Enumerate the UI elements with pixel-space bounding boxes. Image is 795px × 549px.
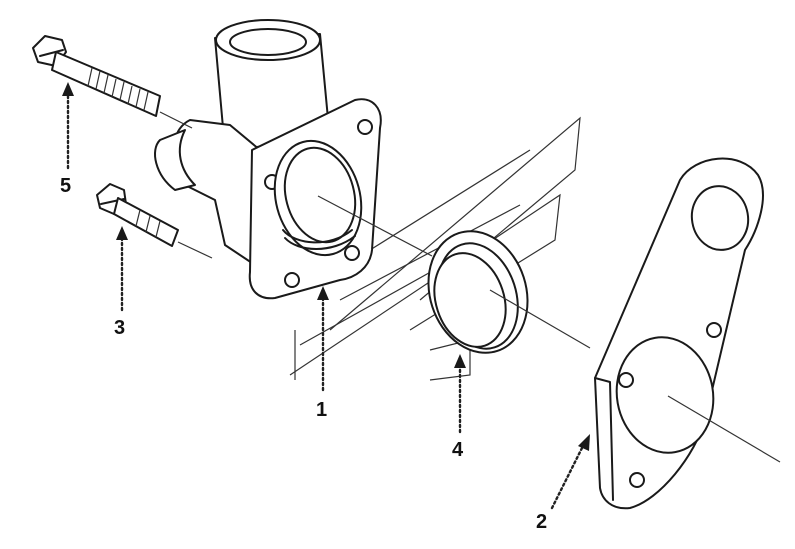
- callout-label-4: 4: [452, 439, 464, 461]
- gasket-plate: [594, 157, 764, 510]
- long-bolt: [32, 35, 161, 117]
- short-bolt: [96, 183, 179, 247]
- water-outlet-housing: [154, 19, 382, 300]
- leader-arrows: [62, 82, 590, 510]
- callout-label-3: 3: [114, 317, 126, 339]
- seal-ring: [427, 230, 529, 354]
- alignment-lines: [159, 111, 781, 463]
- callout-label-2: 2: [536, 511, 548, 533]
- callout-label-5: 5: [60, 175, 72, 197]
- callout-label-1: 1: [316, 399, 328, 421]
